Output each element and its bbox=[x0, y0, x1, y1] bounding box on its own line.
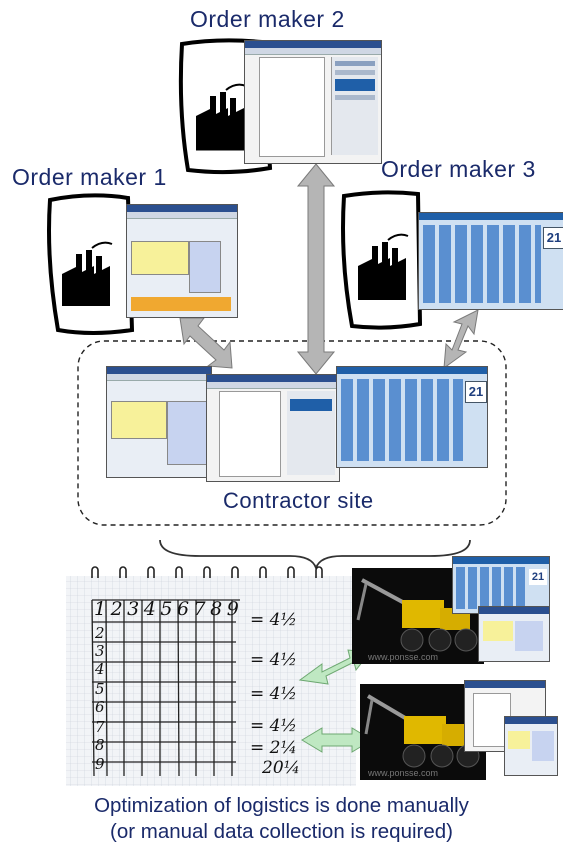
machine-2-spreadsheet-screen bbox=[504, 716, 558, 776]
sheet-sum-4: = 4½ bbox=[250, 716, 297, 736]
order-maker-1-frame bbox=[47, 193, 135, 335]
contractor-site-box bbox=[77, 340, 507, 526]
machine-calendar-day-badge: 21 bbox=[529, 569, 547, 585]
sheet-row-7: 7 bbox=[95, 718, 105, 736]
gray-arrow-2 bbox=[296, 163, 336, 375]
sheet-sum-2: = 4½ bbox=[250, 650, 297, 670]
sheet-header-digits: 123456789 bbox=[94, 598, 244, 620]
contractor-calendar-screen: 21 bbox=[336, 366, 488, 468]
sheet-row-8: 8 bbox=[95, 736, 105, 754]
order-maker-2-frame bbox=[178, 38, 273, 175]
contractor-calendar-day-badge: 21 bbox=[465, 381, 487, 403]
sheet-sum-3: = 4½ bbox=[250, 684, 297, 704]
contractor-document-screen bbox=[206, 374, 340, 482]
contractor-site-label: Contractor site bbox=[223, 488, 374, 513]
curly-brace bbox=[159, 539, 471, 571]
machine-1-spreadsheet-screen bbox=[478, 606, 550, 662]
sheet-row-2: 2 bbox=[95, 624, 105, 642]
factory-icon-1 bbox=[62, 241, 113, 306]
order-maker-1-screen bbox=[126, 204, 238, 318]
sheet-sum-6: 20¼ bbox=[262, 758, 301, 778]
watermark-2: www.ponsse.com bbox=[368, 768, 439, 778]
order-maker-2-label: Order maker 2 bbox=[190, 6, 345, 32]
sheet-row-3: 3 bbox=[95, 642, 105, 660]
factory-icon-3 bbox=[358, 233, 409, 300]
caption-line-1: Optimization of logistics is done manual… bbox=[94, 794, 469, 817]
gray-arrow-1 bbox=[179, 317, 233, 369]
sheet-sum-1: = 4½ bbox=[250, 610, 297, 630]
sheet-row-5: 5 bbox=[95, 680, 105, 698]
order-maker-3-label: Order maker 3 bbox=[381, 156, 536, 182]
caption-line-2: (or manual data collection is required) bbox=[110, 820, 453, 843]
order-maker-1-label: Order maker 1 bbox=[12, 164, 167, 190]
watermark-1: www.ponsse.com bbox=[368, 652, 439, 662]
machine-1-calendar-screen: 21 bbox=[452, 556, 550, 614]
sheet-row-4: 4 bbox=[95, 660, 105, 678]
calendar-day-badge: 21 bbox=[543, 227, 563, 249]
order-maker-3-frame bbox=[341, 190, 423, 330]
order-maker-3-screen: 21 bbox=[418, 212, 563, 310]
gray-arrow-3 bbox=[443, 309, 479, 370]
sheet-row-6: 6 bbox=[95, 698, 105, 716]
factory-icon-2 bbox=[196, 83, 247, 151]
sheet-sum-5: = 2¼ bbox=[250, 738, 297, 758]
order-maker-2-screen bbox=[244, 40, 382, 164]
contractor-spreadsheet-screen bbox=[106, 366, 212, 478]
sheet-row-9: 9 bbox=[95, 755, 105, 773]
